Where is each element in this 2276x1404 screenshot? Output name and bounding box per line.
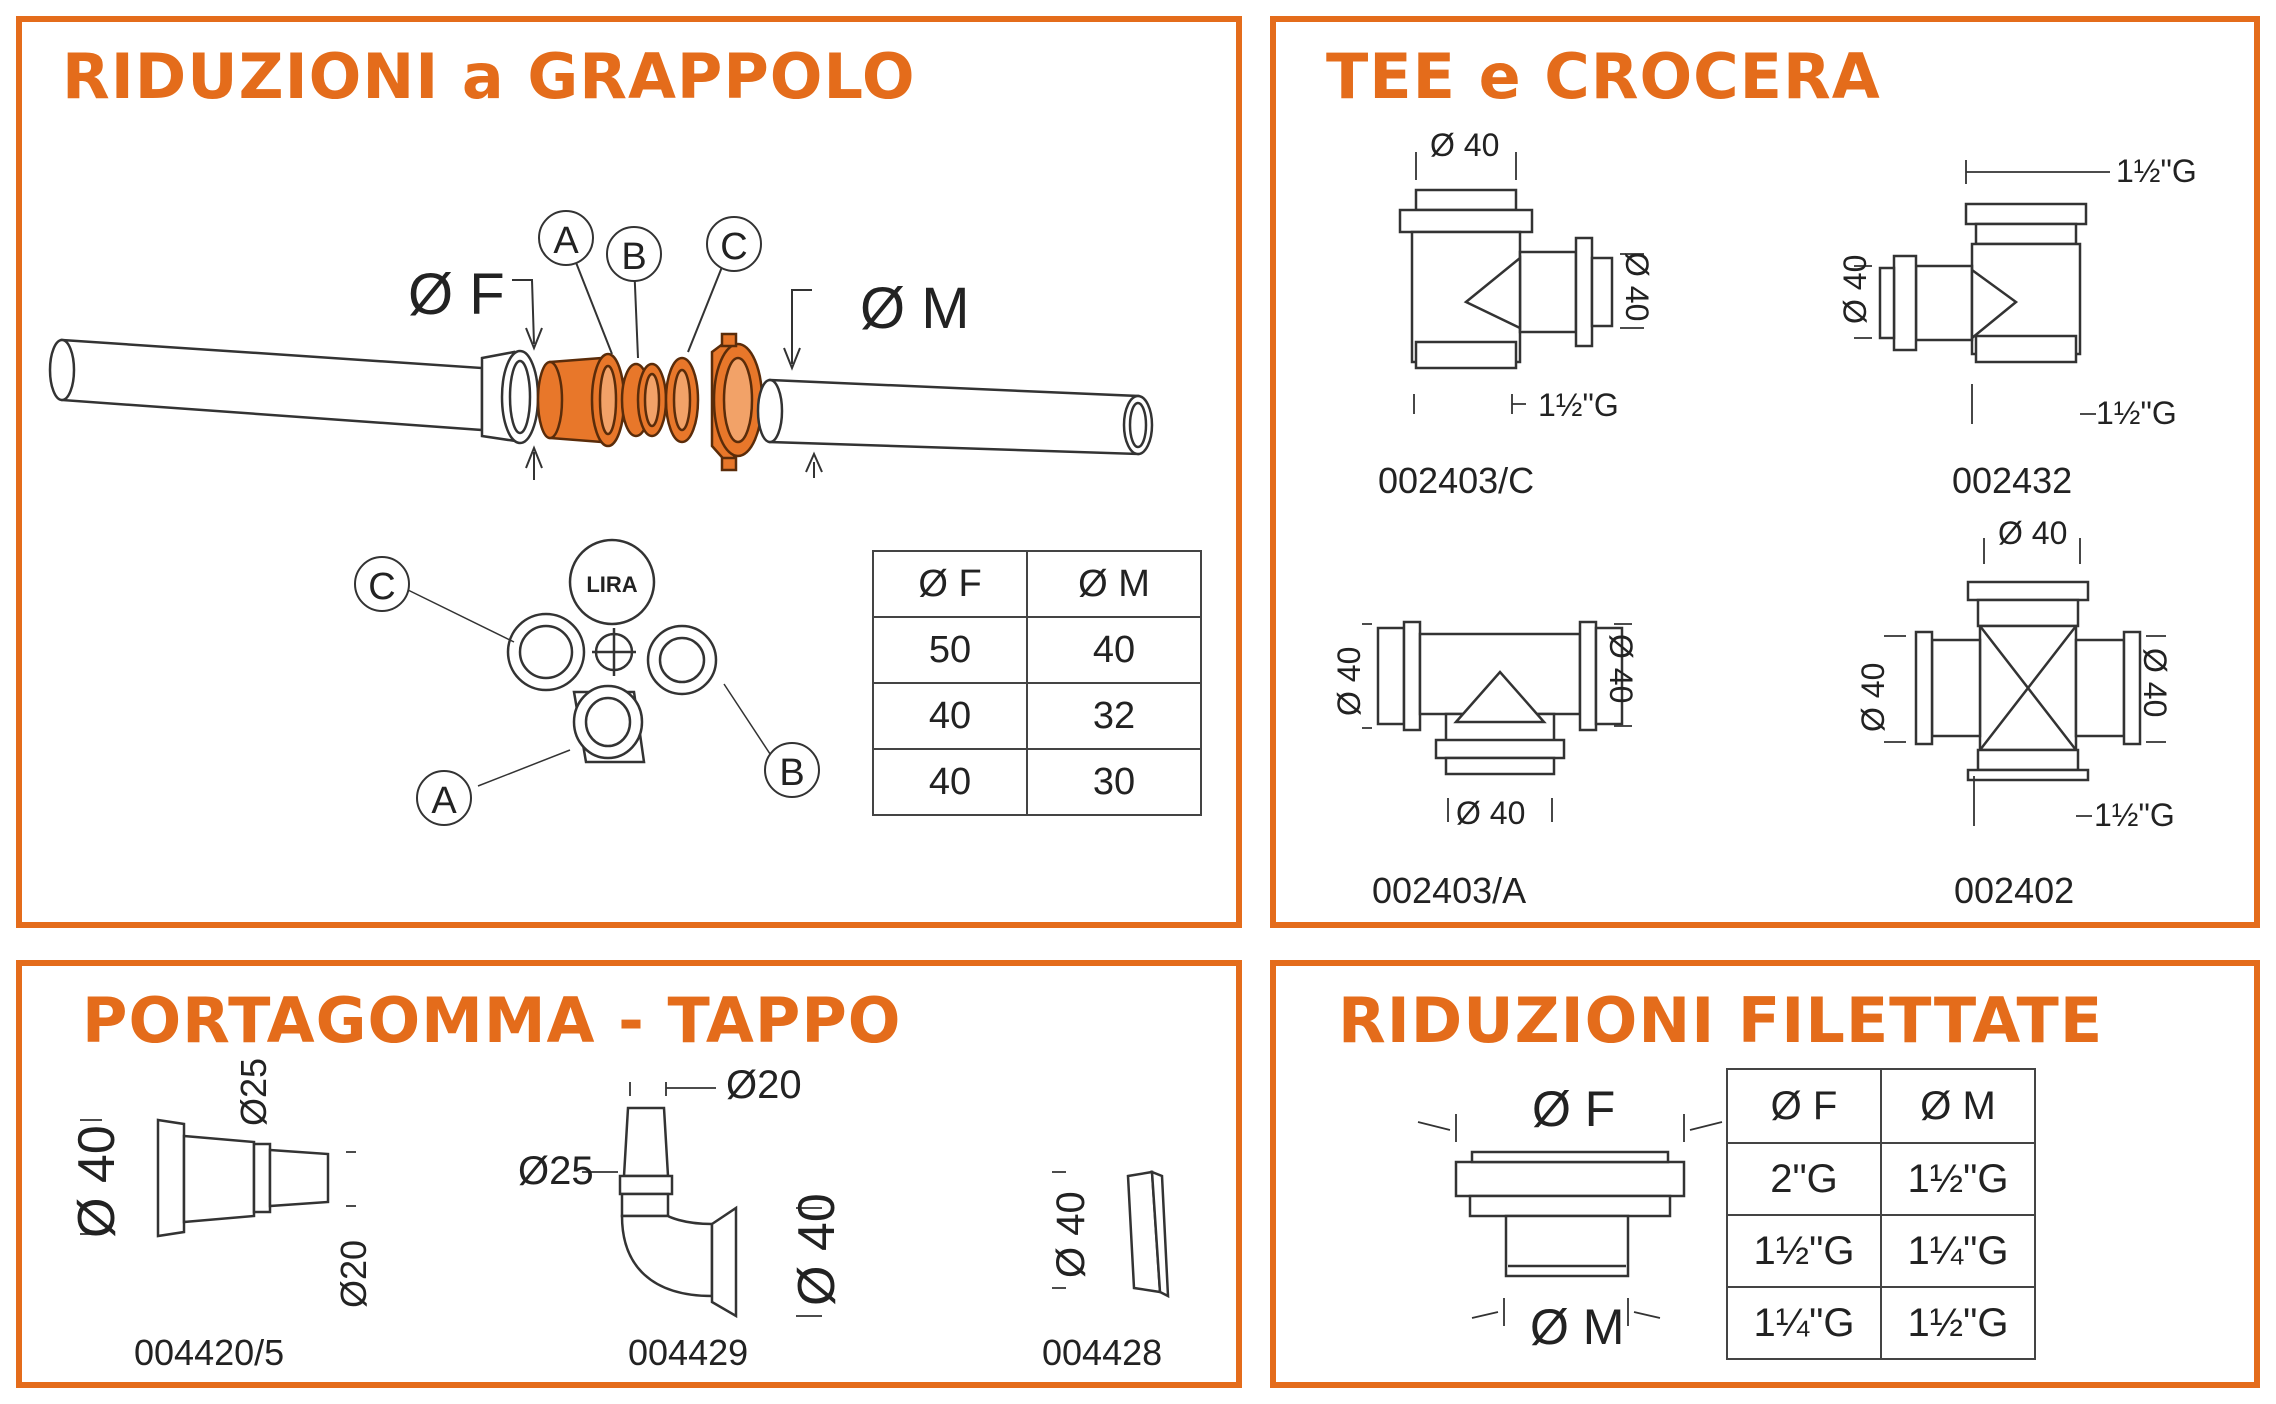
table-row: 40 32 [871,682,1202,750]
dim-label: 1½"G [2116,153,2197,189]
lira-cap [568,538,656,626]
dim-label: Ø 40 [68,1125,126,1238]
dim-label: 1½"G [2096,395,2177,431]
svg-text:A: A [553,220,579,262]
tappo-004428 [1126,1170,1170,1299]
dim-label: Ø 40 [1998,515,2067,551]
product-code: 004428 [1042,1332,1163,1373]
svg-text:C: C [368,566,395,608]
table-row: 1½"G 1¼"G [1726,1214,2036,1288]
product-code: 002403/A [1372,870,1527,911]
pipe-right [756,378,1154,456]
dim-label: Ø 40 [1619,252,1655,321]
tee-002403a [1376,620,1624,776]
table-row: 2"G 1½"G [1726,1142,2036,1216]
col-diam-m: Ø M [1026,550,1202,618]
dim-label: 1½"G [1538,387,1619,423]
callout-a-cluster: A [416,770,472,826]
dim-label: Ø 40 [1049,1191,1093,1278]
dim-label: Ø 40 [1837,255,1873,324]
reducer-a [536,352,626,448]
product-code: 004429 [628,1332,749,1373]
panel-title: RIDUZIONI a GRAPPOLO [62,40,916,113]
threaded-reducer [1454,1150,1686,1278]
tee-002432 [1878,202,2088,364]
dim-label: Ø20 [726,1063,802,1107]
callout-a: A [538,210,594,266]
product-code: 002432 [1952,460,2073,501]
dim-label: Ø 40 [1603,634,1639,703]
svg-text:C: C [720,226,747,268]
svg-text:B: B [621,236,646,278]
panel-riduzioni-grappolo: RIDUZIONI a GRAPPOLO [16,16,1242,928]
panel-title: TEE e CROCERA [1326,40,1881,113]
product-code: 002403/C [1378,460,1535,501]
tee-002403c [1398,188,1614,370]
grappolo-drawing: Ø F Ø M A B C LIRA [48,210,1154,826]
grappolo-spec-table: Ø F Ø M 50 40 40 32 40 30 [871,550,1202,816]
pipe-left [48,338,540,445]
col-diam-m: Ø M [1880,1068,2036,1144]
table-row: 1¼"G 1½"G [1726,1286,2036,1360]
coupling-nut [710,332,764,472]
col-diam-f: Ø F [1726,1068,1882,1144]
panel-title: PORTAGOMMA - TAPPO [82,984,902,1057]
dim-label: Ø25 [233,1058,274,1126]
callout-b-cluster: B [764,742,820,798]
dim-label: Ø 40 [1456,795,1525,831]
dim-label: Ø 40 [788,1193,846,1306]
portagomma-drawings: Ø 40 Ø25 Ø20 Ø20 Ø25 Ø 40 Ø 40 [68,1058,1170,1319]
svg-text:B: B [779,752,804,794]
col-diam-f: Ø F [871,550,1029,618]
table-row: 50 40 [871,616,1202,684]
dim-label: Ø 40 [1331,647,1367,716]
product-code: 004420/5 [134,1332,285,1373]
panel-tee-crocera: TEE e CROCERA [1270,16,2260,928]
dim-label: Ø20 [333,1240,374,1308]
panel-portagomma-tappo: PORTAGOMMA - TAPPO [16,960,1242,1388]
reducer-c [664,356,700,444]
grappolo-cluster: LIRA [506,538,718,764]
panel-riduzioni-filettate: RIDUZIONI FILETTATE Ø F Ø M Ø F Ø M 2"G … [1270,960,2260,1388]
label-diam-m: Ø M [1530,1299,1624,1355]
table-row: 40 30 [871,748,1202,816]
label-diam-m: Ø M [860,276,970,341]
tee-drawings: Ø 40 Ø 40 1½"G 1½"G Ø 40 1½"G Ø 40 Ø 40 … [1331,127,2197,833]
portagomma-004429 [618,1106,738,1319]
logo-lira: LIRA [586,572,637,597]
label-diam-f: Ø F [408,262,505,327]
dim-label: Ø 40 [2137,648,2173,717]
callout-c-cluster: C [354,556,410,612]
label-diam-f: Ø F [1532,1081,1615,1137]
dim-label: Ø 40 [1430,127,1499,163]
callout-b: B [606,226,662,282]
portagomma-004420-5 [156,1118,330,1238]
svg-text:A: A [431,780,457,822]
callout-c: C [706,216,762,272]
product-code: 002402 [1954,870,2075,911]
dim-label: 1½"G [2094,797,2175,833]
crocera-002402 [1914,580,2142,782]
dim-label: Ø 40 [1855,663,1891,732]
panel-title: RIDUZIONI FILETTATE [1338,984,2104,1057]
filettate-drawing: Ø F Ø M [1417,1081,1723,1355]
reducer-b [620,362,668,438]
dim-label: Ø25 [518,1149,594,1193]
filettate-spec-table: Ø F Ø M 2"G 1½"G 1½"G 1¼"G 1¼"G 1½"G [1726,1068,2036,1360]
